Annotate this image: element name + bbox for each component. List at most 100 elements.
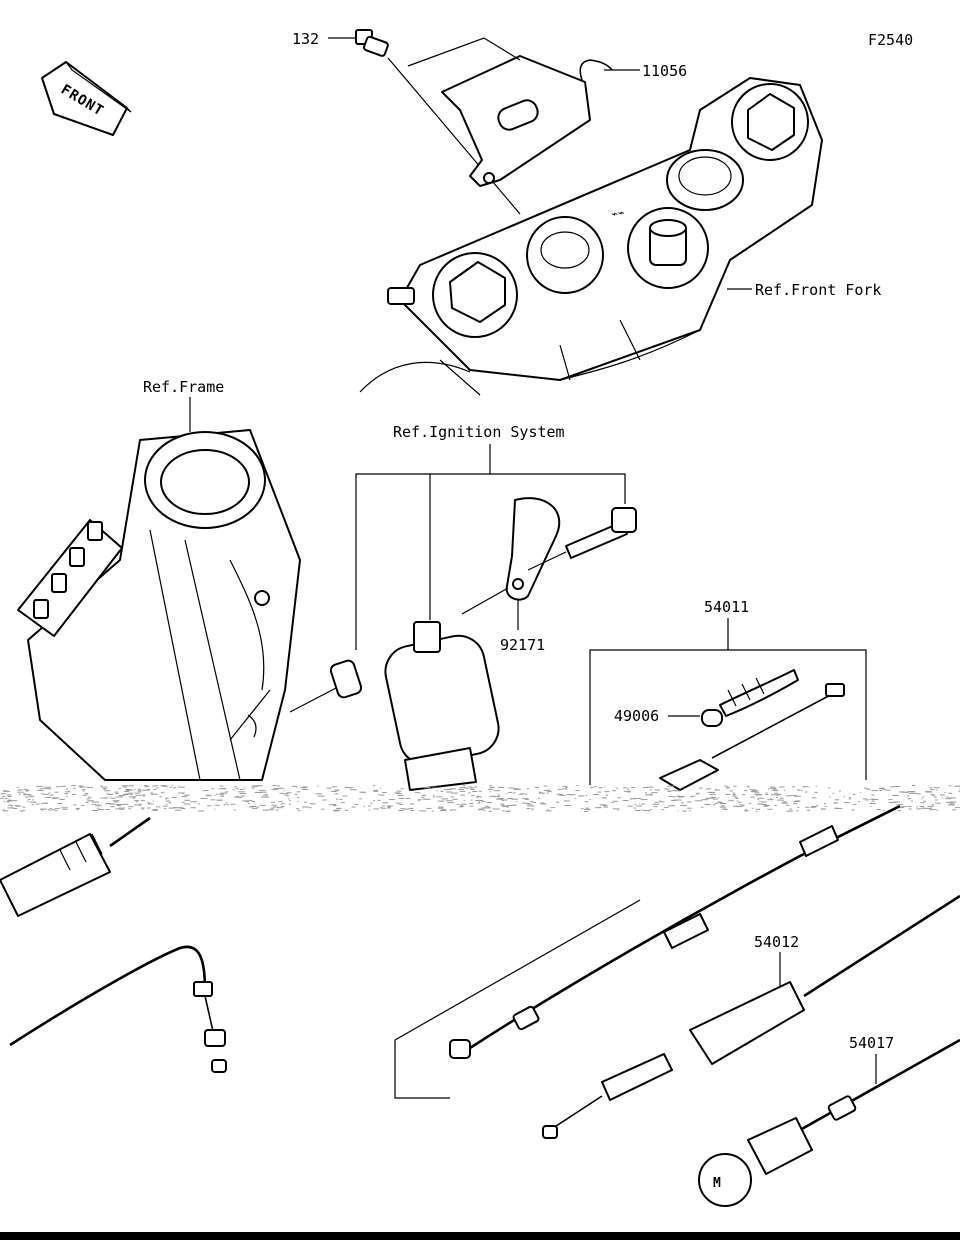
- noise-speck: [410, 810, 415, 811]
- noise-speck: [419, 810, 426, 811]
- noise-speck: [178, 787, 180, 788]
- noise-speck: [579, 796, 580, 797]
- noise-speck: [160, 796, 162, 797]
- noise-speck: [184, 804, 191, 805]
- noise-speck: [659, 801, 664, 802]
- noise-speck: [3, 791, 10, 792]
- noise-speck: [292, 786, 297, 787]
- noise-speck: [890, 786, 895, 787]
- noise-speck: [777, 800, 784, 801]
- noise-speck: [73, 788, 75, 789]
- noise-speck: [95, 805, 102, 806]
- noise-speck: [91, 800, 94, 801]
- noise-speck: [309, 807, 312, 808]
- noise-speck: [807, 810, 810, 811]
- noise-speck: [289, 804, 291, 805]
- noise-speck: [792, 811, 793, 812]
- noise-speck: [722, 809, 727, 810]
- noise-speck: [756, 794, 763, 795]
- noise-speck: [221, 796, 224, 797]
- noise-speck: [602, 797, 607, 798]
- noise-speck: [460, 795, 465, 796]
- noise-speck: [470, 787, 473, 788]
- noise-speck: [211, 799, 216, 800]
- noise-speck: [782, 803, 787, 804]
- noise-speck: [374, 808, 379, 809]
- noise-speck: [565, 787, 568, 788]
- noise-speck: [792, 786, 795, 787]
- noise-speck: [881, 789, 885, 790]
- noise-speck: [559, 795, 566, 796]
- noise-speck: [525, 799, 529, 800]
- noise-speck: [484, 810, 486, 811]
- noise-speck: [758, 799, 760, 800]
- noise-speck: [921, 798, 922, 799]
- noise-speck: [853, 794, 856, 795]
- noise-speck: [912, 785, 915, 786]
- noise-speck: [497, 795, 499, 796]
- noise-speck: [942, 797, 943, 798]
- noise-speck: [261, 797, 266, 798]
- noise-speck: [143, 796, 145, 797]
- noise-speck: [706, 788, 711, 789]
- noise-speck: [770, 798, 771, 799]
- noise-speck: [713, 804, 715, 805]
- noise-speck: [637, 798, 641, 799]
- noise-speck: [664, 807, 669, 808]
- noise-speck: [136, 795, 143, 796]
- noise-speck: [471, 795, 474, 796]
- noise-speck: [652, 792, 658, 793]
- noise-speck: [92, 804, 94, 805]
- noise-speck: [951, 802, 953, 803]
- noise-speck: [138, 790, 141, 791]
- noise-speck: [605, 795, 608, 796]
- noise-speck: [97, 808, 99, 809]
- noise-speck: [18, 792, 24, 793]
- noise-speck: [641, 799, 648, 800]
- noise-speck: [271, 805, 276, 806]
- noise-speck: [690, 796, 693, 797]
- noise-speck: [780, 798, 784, 799]
- noise-speck: [115, 793, 119, 794]
- noise-speck: [147, 808, 151, 809]
- noise-speck: [955, 807, 960, 808]
- noise-speck: [278, 801, 282, 802]
- noise-speck: [111, 798, 116, 799]
- noise-speck: [142, 790, 148, 791]
- noise-speck: [4, 810, 9, 811]
- noise-speck: [4, 801, 6, 802]
- noise-speck: [470, 806, 474, 807]
- noise-speck: [139, 805, 141, 806]
- noise-speck: [758, 798, 764, 799]
- noise-speck: [92, 810, 98, 811]
- noise-speck: [745, 810, 748, 811]
- noise-speck: [527, 788, 529, 789]
- noise-speck: [350, 789, 357, 790]
- noise-speck: [290, 800, 292, 801]
- noise-speck: [217, 800, 223, 801]
- noise-speck: [759, 801, 761, 802]
- noise-speck: [613, 801, 618, 802]
- noise-speck: [507, 793, 508, 794]
- noise-speck: [527, 808, 531, 809]
- noise-speck: [654, 806, 658, 807]
- noise-speck: [584, 811, 588, 812]
- noise-speck: [263, 810, 269, 811]
- noise-speck: [126, 790, 129, 791]
- noise-speck: [490, 791, 491, 792]
- noise-speck: [627, 791, 631, 792]
- noise-speck: [252, 788, 255, 789]
- ref-frame-label: Ref.Frame: [143, 378, 224, 396]
- noise-speck: [447, 789, 452, 790]
- noise-speck: [704, 804, 710, 805]
- noise-speck: [32, 804, 34, 805]
- noise-speck: [220, 786, 224, 787]
- noise-speck: [123, 787, 127, 788]
- noise-speck: [771, 794, 776, 795]
- noise-speck: [525, 794, 527, 795]
- noise-speck: [493, 809, 500, 810]
- noise-speck: [57, 803, 62, 804]
- noise-speck: [701, 799, 708, 800]
- noise-speck: [948, 804, 955, 805]
- noise-speck: [190, 801, 197, 802]
